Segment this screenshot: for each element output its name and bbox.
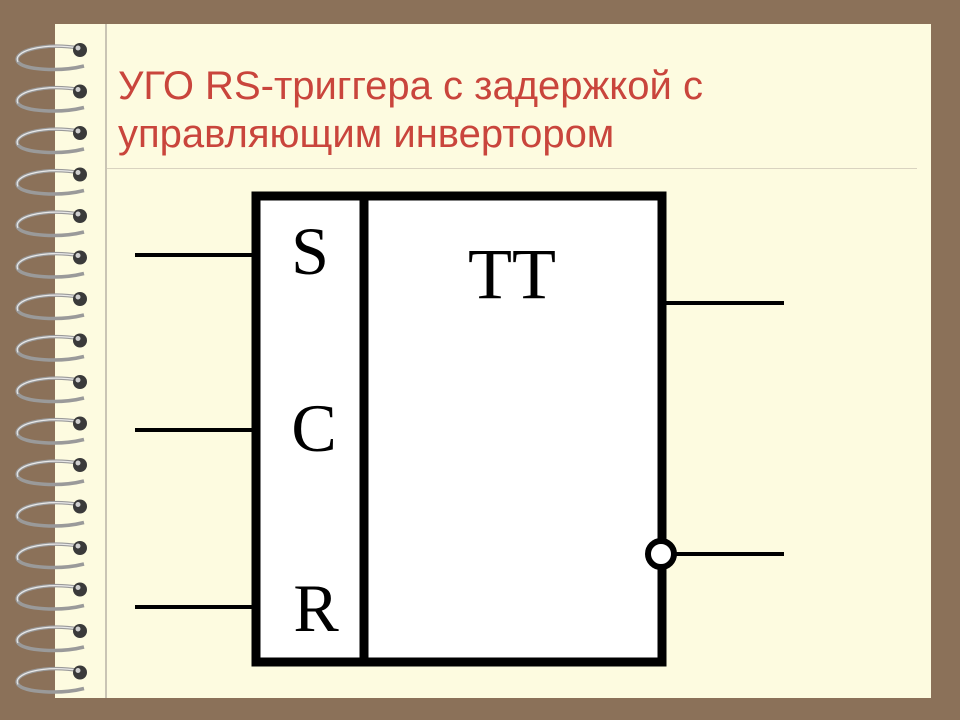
- binding-ring: [15, 84, 87, 113]
- input-label-c: C: [291, 390, 336, 466]
- binding-ring: [15, 250, 87, 279]
- binding-ring: [15, 43, 87, 72]
- binding-ring: [15, 541, 87, 570]
- binding-ring: [15, 167, 87, 196]
- binding-ring: [15, 665, 87, 694]
- binding-ring: [15, 126, 87, 155]
- binding-ring: [15, 582, 87, 611]
- binding-ring: [15, 624, 87, 653]
- input-label-s: S: [291, 213, 329, 289]
- input-label-r: R: [293, 570, 339, 646]
- inversion-circle: [645, 538, 677, 570]
- trigger-body: [251, 191, 667, 667]
- binding-ring: [15, 209, 87, 238]
- binding-ring: [15, 458, 87, 487]
- binding-ring: [15, 375, 87, 404]
- binding-ring: [15, 416, 87, 445]
- margin-line: [105, 24, 107, 698]
- title-line-1: УГО RS-триггера с задержкой с: [118, 64, 703, 108]
- title-line-2: управляющим инвертором: [118, 112, 615, 156]
- binding-ring: [15, 292, 87, 321]
- title-underline: [107, 168, 917, 169]
- binding-ring: [15, 499, 87, 528]
- binding-ring: [15, 333, 87, 362]
- slide-title: УГО RS-триггера с задержкой с управляющи…: [118, 62, 908, 158]
- function-label: TT: [468, 234, 556, 314]
